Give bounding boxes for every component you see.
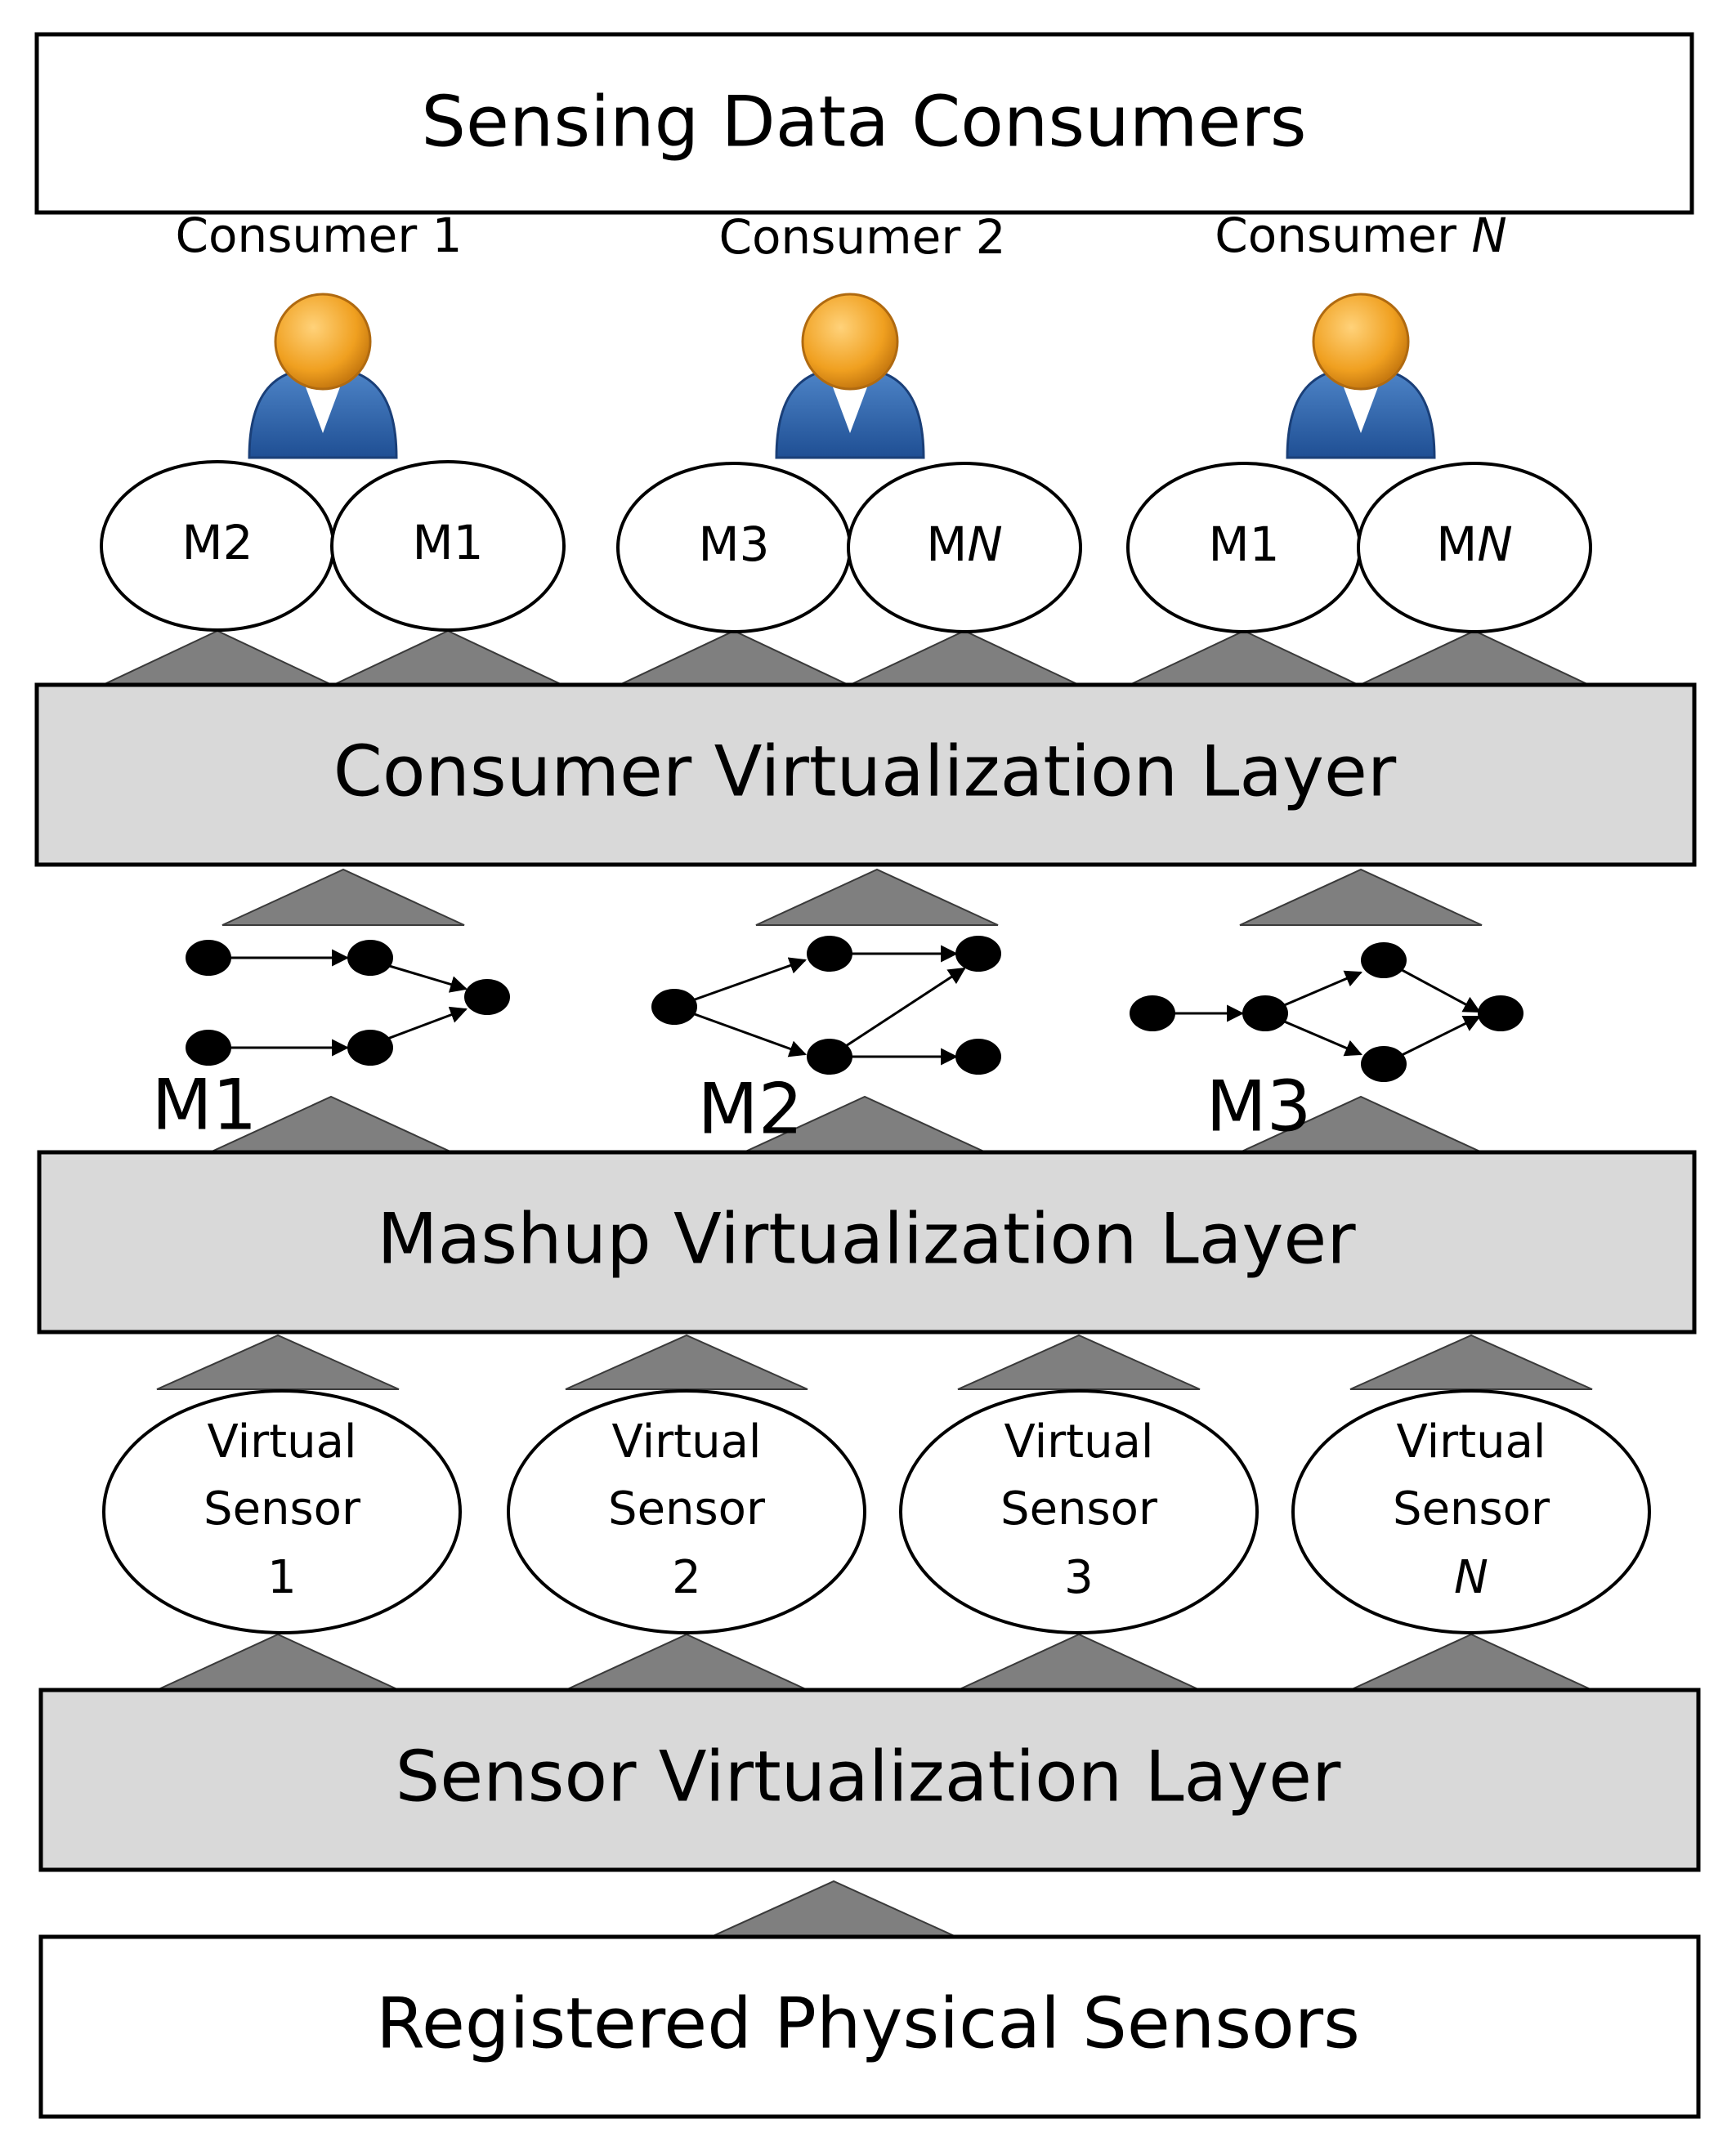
flow-arrow-triangle bbox=[565, 1633, 808, 1691]
flow-arrow-triangle bbox=[1129, 629, 1359, 686]
flow-arrow-triangle bbox=[1349, 1334, 1593, 1390]
virtual-sensor-number: N bbox=[1454, 1551, 1488, 1604]
sensor-virtualization-layer: Sensor Virtualization Layer bbox=[38, 1688, 1701, 1872]
virtual-sensor-line: Sensor bbox=[1000, 1482, 1158, 1536]
flow-arrow-triangle bbox=[333, 629, 563, 686]
flow-arrow-triangle bbox=[1239, 868, 1483, 926]
flow-arrow-triangle bbox=[1349, 1633, 1593, 1691]
flow-arrow-triangle bbox=[221, 868, 465, 926]
registered-physical-sensors-label: Registered Physical Sensors bbox=[376, 1983, 1360, 2064]
mashup-graph-m1: M1 bbox=[152, 940, 510, 1146]
consumer-virtualization-layer-label: Consumer Virtualization Layer bbox=[333, 731, 1397, 812]
mashup-graph-m3: M3 bbox=[1130, 942, 1523, 1147]
flow-arrow-triangle bbox=[156, 1334, 400, 1390]
virtual-sensor-line: Sensor bbox=[608, 1482, 766, 1536]
flow-arrow-triangle bbox=[565, 1334, 808, 1390]
mashup-graph-m2: M2 bbox=[651, 936, 1001, 1150]
mashup-ellipse bbox=[1357, 462, 1592, 633]
virtual-sensor-line: Virtual bbox=[1004, 1415, 1154, 1469]
virtual-sensor-line: Sensor bbox=[204, 1482, 361, 1536]
consumer-1-mashups: M2 M1 bbox=[100, 460, 566, 632]
sensor-virtualization-layer-label: Sensor Virtualization Layer bbox=[396, 1736, 1341, 1817]
flow-arrow-triangle bbox=[102, 629, 333, 686]
flow-arrow-triangle bbox=[1359, 629, 1590, 686]
mashup-label: M2 bbox=[182, 515, 253, 570]
mashup-ellipse bbox=[847, 462, 1082, 633]
flow-arrow-triangle bbox=[957, 1633, 1201, 1691]
mashup-label: MN bbox=[1436, 516, 1512, 572]
consumer-n-label: Consumer N bbox=[1215, 208, 1507, 263]
consumer-virtualization-layer: Consumer Virtualization Layer bbox=[34, 682, 1697, 867]
consumer-1-group: Consumer 1 bbox=[175, 208, 462, 263]
mashup-virtualization-layer: Mashup Virtualization Layer bbox=[37, 1150, 1697, 1335]
mashup-m2-label: M2 bbox=[698, 1068, 803, 1150]
virtual-sensor-number: 2 bbox=[672, 1551, 701, 1604]
virtual-sensor-line: Virtual bbox=[1397, 1415, 1546, 1469]
flow-arrow-triangle bbox=[755, 868, 999, 926]
mashup-label: MN bbox=[926, 516, 1002, 572]
flow-arrow-triangle bbox=[156, 1633, 400, 1691]
consumer-n-mashups: M1 MN bbox=[1126, 462, 1592, 633]
virtual-sensor-n: Virtual Sensor N bbox=[1291, 1389, 1651, 1634]
sensing-data-consumers-box: Sensing Data Consumers bbox=[34, 32, 1694, 215]
consumer-n-group: Consumer N bbox=[1215, 208, 1507, 263]
mashup-label: M3 bbox=[699, 516, 770, 572]
virtual-sensor-line: Virtual bbox=[612, 1415, 762, 1469]
consumer-1-label: Consumer 1 bbox=[175, 208, 462, 263]
user-avatar-icon bbox=[1286, 293, 1436, 459]
flow-arrow-triangle bbox=[710, 1880, 957, 1938]
consumer-2-group: Consumer 2 bbox=[718, 209, 1005, 265]
sensing-data-consumers-label: Sensing Data Consumers bbox=[421, 81, 1306, 163]
virtual-sensor-3: Virtual Sensor 3 bbox=[899, 1389, 1259, 1634]
mashup-m1-label: M1 bbox=[152, 1064, 257, 1146]
user-avatar-icon bbox=[248, 293, 398, 459]
consumer-2-label: Consumer 2 bbox=[718, 209, 1005, 265]
virtual-sensor-1: Virtual Sensor 1 bbox=[102, 1389, 462, 1634]
consumer-2-mashups: M3 MN bbox=[616, 462, 1082, 633]
registered-physical-sensors-box: Registered Physical Sensors bbox=[38, 1934, 1701, 2119]
virtual-sensor-line: Virtual bbox=[208, 1415, 357, 1469]
virtual-sensor-2: Virtual Sensor 2 bbox=[507, 1389, 866, 1634]
virtual-sensor-line: Sensor bbox=[1393, 1482, 1550, 1536]
mashup-virtualization-layer-label: Mashup Virtualization Layer bbox=[377, 1198, 1356, 1280]
flow-arrow-triangle bbox=[849, 629, 1080, 686]
mashup-m3-label: M3 bbox=[1206, 1066, 1312, 1147]
virtual-sensor-number: 1 bbox=[267, 1551, 297, 1604]
mashup-ellipse bbox=[330, 460, 566, 632]
user-avatar-icon bbox=[775, 293, 925, 459]
virtual-sensor-number: 3 bbox=[1064, 1551, 1094, 1604]
mashup-label: M1 bbox=[413, 515, 484, 570]
mashup-label: M1 bbox=[1209, 516, 1280, 572]
flow-arrow-triangle bbox=[957, 1334, 1201, 1390]
flow-arrow-triangle bbox=[619, 629, 849, 686]
